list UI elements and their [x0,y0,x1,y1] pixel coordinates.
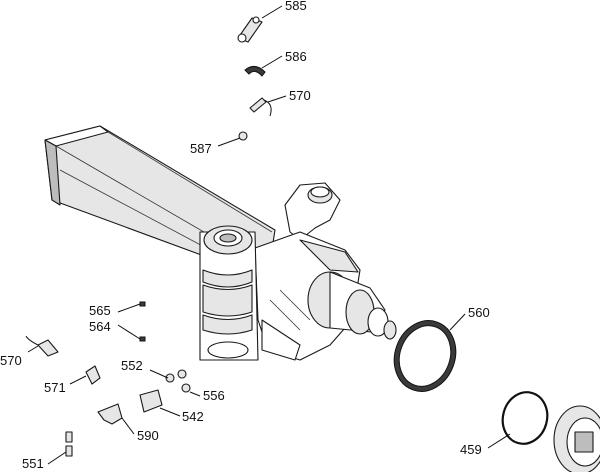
washer-556 [181,383,191,393]
hub-cap [553,405,600,472]
label-564: 564 [89,319,111,334]
seal-ring-560 [393,320,457,392]
label-585: 585 [285,0,307,13]
leader-lines [27,5,511,465]
spindle [307,271,397,340]
label-570-top: 570 [289,88,311,103]
kingpin-housing [199,225,259,361]
steering-knuckle [254,182,361,361]
clamp-590 [97,403,123,425]
callout-labels: 585 586 570 587 560 565 564 570 571 552 … [0,0,490,471]
pin-565 [139,301,146,307]
label-552: 552 [121,358,143,373]
nut-552 [165,369,187,383]
label-560: 560 [468,305,490,320]
sensor-570-left [25,335,59,357]
pin-564 [139,336,146,342]
label-551: 551 [22,456,44,471]
nut-587 [238,131,248,141]
bushing-571 [85,365,101,385]
label-570-left: 570 [0,353,22,368]
label-542: 542 [182,409,204,424]
o-ring-459 [501,391,549,445]
label-556: 556 [203,388,225,403]
bracket-542 [139,389,163,413]
bracket-585 [237,16,263,43]
label-459: 459 [460,442,482,457]
label-571: 571 [44,380,66,395]
bolt-551 [65,431,73,457]
label-586: 586 [285,49,307,64]
label-587: 587 [190,141,212,156]
sensor-570-top [249,97,272,117]
clip-586 [244,66,266,77]
label-565: 565 [89,303,111,318]
label-590: 590 [137,428,159,443]
